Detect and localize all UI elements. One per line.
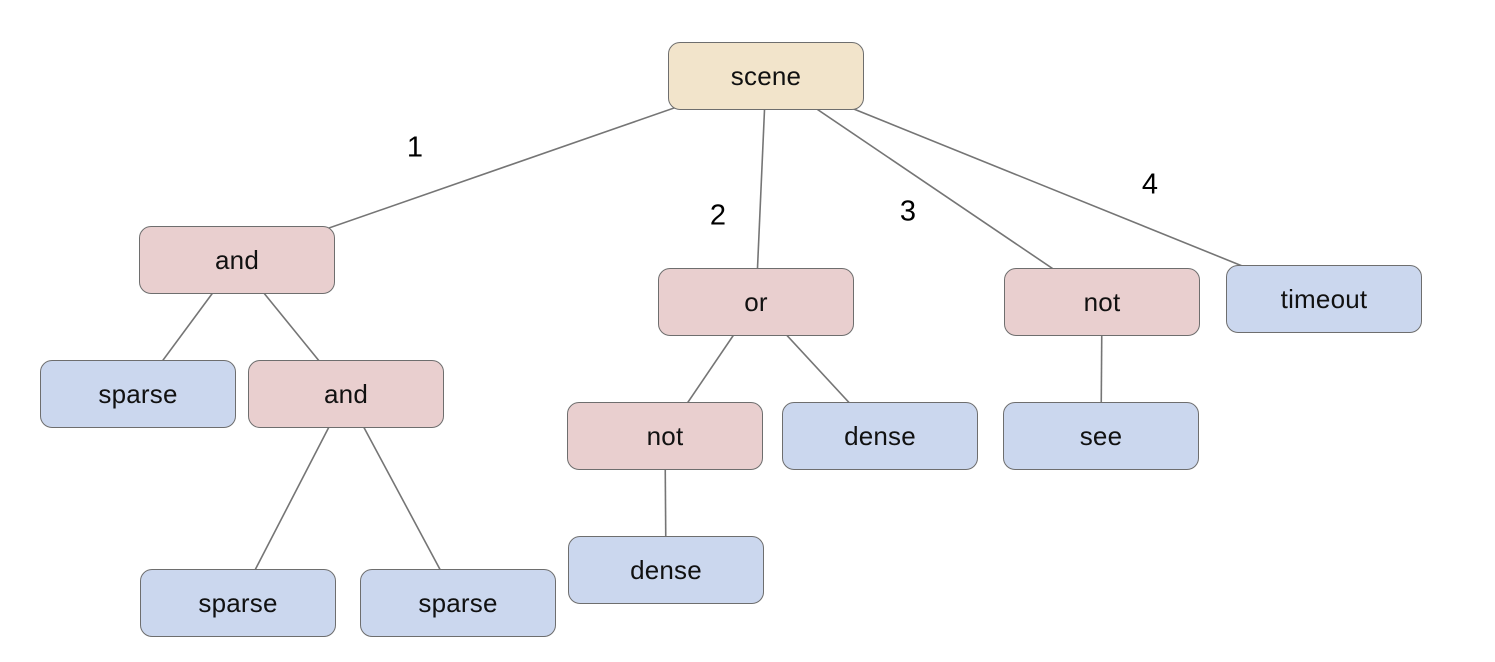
branch-label-2: 2 (709, 199, 727, 232)
node-not-under-or: not (567, 402, 763, 470)
node-and-inner: and (248, 360, 444, 428)
branch-label-1: 1 (406, 131, 424, 164)
edge-and2-sparse (237, 393, 347, 604)
node-scene: scene (668, 42, 864, 110)
node-not: not (1004, 268, 1200, 336)
edge-scene-or (755, 75, 767, 303)
edge-and2-sparse2 (345, 393, 459, 604)
node-or: or (658, 268, 854, 336)
edge-scene-timeout (771, 75, 1325, 300)
node-timeout: timeout (1226, 265, 1422, 333)
node-sparse-inner-1: sparse (140, 569, 336, 637)
node-and: and (139, 226, 335, 294)
node-sparse: sparse (40, 360, 236, 428)
node-see: see (1003, 402, 1199, 470)
edge-scene-not (767, 75, 1103, 303)
node-dense-under-not: dense (568, 536, 764, 604)
branch-label-3: 3 (899, 195, 917, 228)
node-dense-under-or: dense (782, 402, 978, 470)
branch-label-4: 4 (1141, 168, 1159, 201)
node-sparse-inner-2: sparse (360, 569, 556, 637)
